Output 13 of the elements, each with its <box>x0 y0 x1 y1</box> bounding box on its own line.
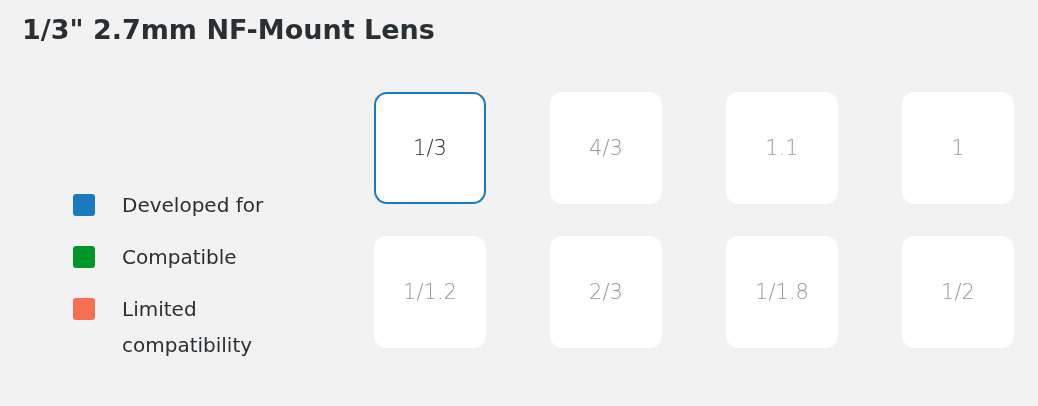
tile-label: 1/2 <box>941 280 975 304</box>
legend-text: Limited compatibility <box>122 296 254 359</box>
title: 1/3" 2.7mm NF-Mount Lens <box>22 14 435 45</box>
legend-text: Compatible <box>122 244 238 271</box>
tile-label: 1 <box>951 136 965 160</box>
highlighted-size-tile <box>374 92 486 204</box>
legend-text: Developed for <box>122 192 265 219</box>
tile-label: 1/1.8 <box>755 280 809 304</box>
tile-label: 2/3 <box>589 280 623 304</box>
tile-label: 1/3 <box>413 136 447 160</box>
tile-label: 4/3 <box>589 136 623 160</box>
tile-label: 1.1 <box>765 136 799 160</box>
tile-label: 1/1.2 <box>403 280 457 304</box>
